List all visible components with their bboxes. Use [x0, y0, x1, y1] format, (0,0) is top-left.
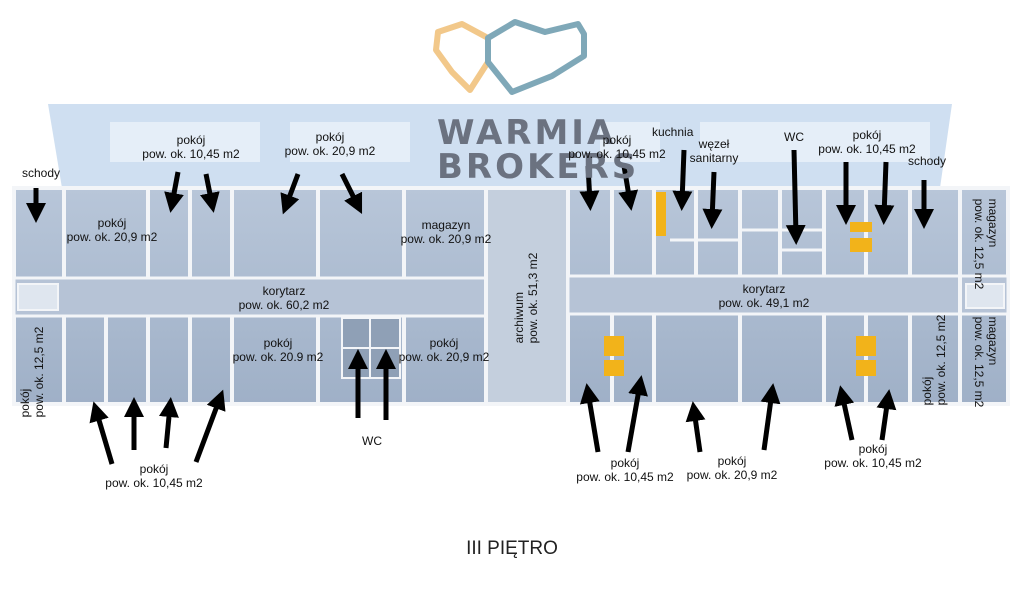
floor-title: III PIĘTRO: [466, 538, 558, 559]
logo-line-1: WARMIA: [437, 113, 617, 153]
left-wing: [12, 186, 488, 406]
logo-icon: [433, 19, 587, 95]
yellow-elements: [604, 192, 876, 376]
roof-band: [48, 104, 952, 188]
logo-line-2: BROKERS: [437, 147, 640, 187]
label-wc-top: WC: [784, 130, 804, 144]
label-wc-bottom: WC: [362, 434, 382, 448]
label-schody-right: schody: [908, 154, 947, 168]
pointer-arrows: [26, 149, 934, 465]
label-schody-left: schody: [22, 166, 61, 180]
archive-block: [484, 186, 570, 406]
label-kuchnia: kuchnia: [652, 125, 694, 139]
right-wing: [566, 186, 1010, 406]
